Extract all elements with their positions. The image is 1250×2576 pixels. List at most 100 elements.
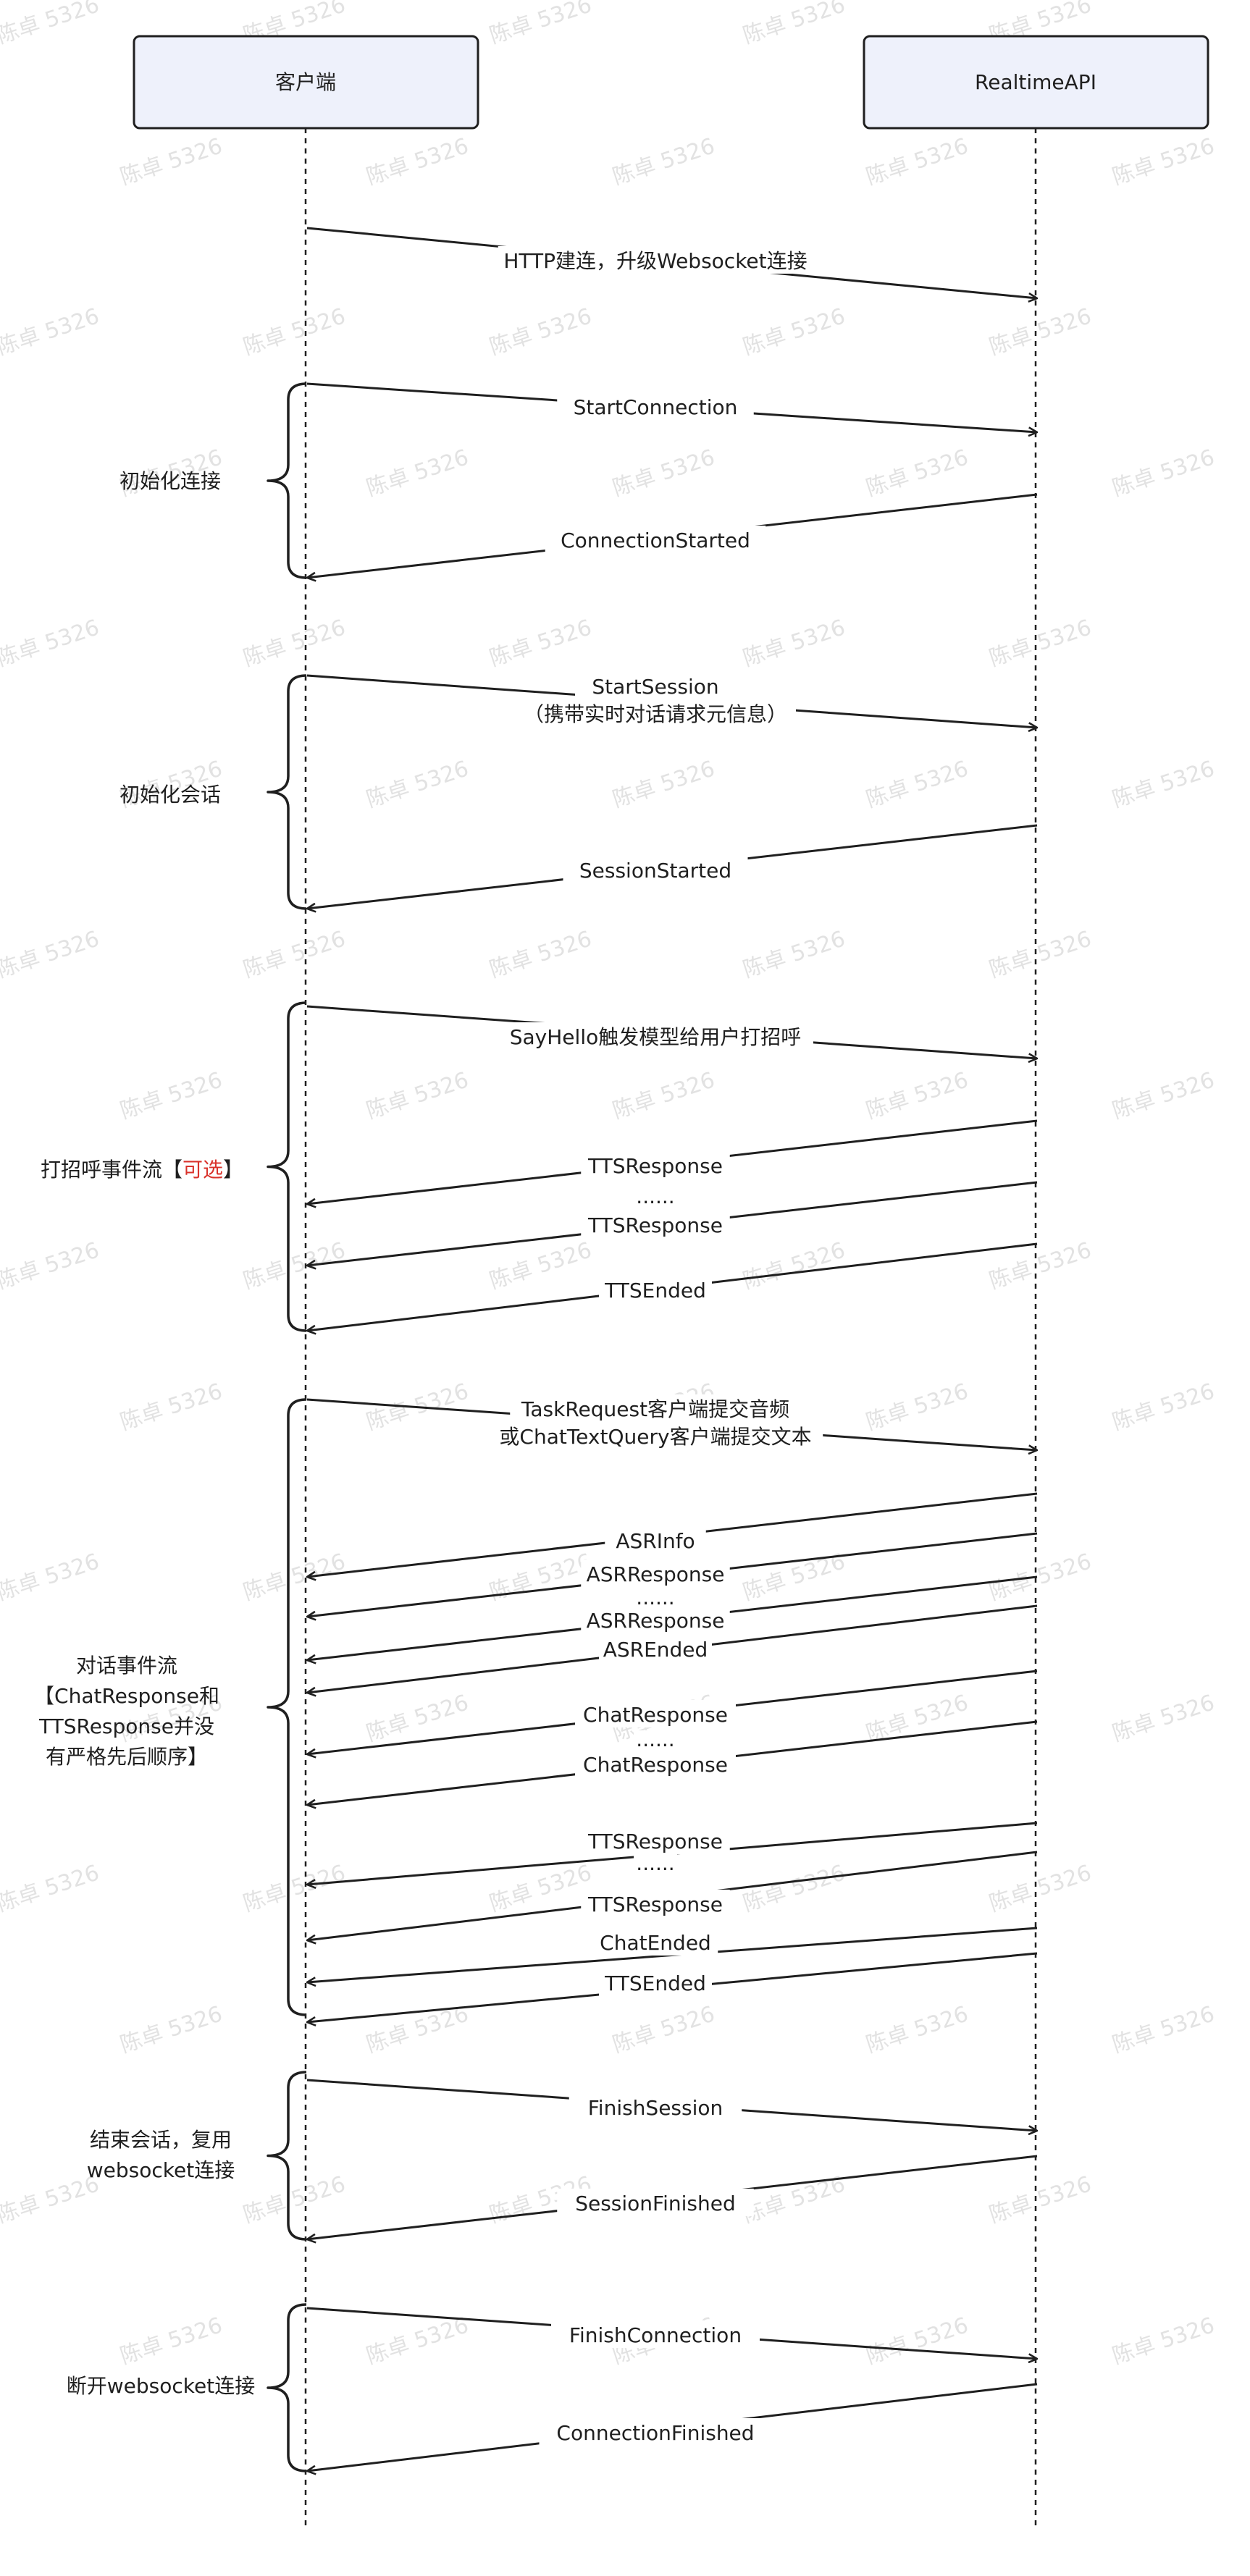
- client-participant-label: 客户端: [275, 70, 336, 94]
- watermark-text: 陈卓 5326: [117, 2312, 226, 2369]
- group-brace: [267, 1398, 307, 2016]
- watermark-text: 陈卓 5326: [364, 2312, 472, 2369]
- message-label-bg: [581, 1606, 730, 1633]
- watermark-text: 陈卓 5326: [740, 1860, 849, 1916]
- watermark-text: 陈卓 5326: [0, 0, 102, 49]
- message-label: TTSResponse: [587, 1154, 723, 1178]
- watermark-text: 陈卓 5326: [986, 1860, 1095, 1916]
- message-label-bg: [510, 1394, 801, 1422]
- watermark-text: 陈卓 5326: [863, 756, 972, 812]
- watermark-text: 陈卓 5326: [1110, 1690, 1218, 1746]
- message-label-bg: [599, 1635, 712, 1662]
- watermark-text: 陈卓 5326: [364, 133, 472, 190]
- watermark-text: 陈卓 5326: [487, 926, 595, 982]
- message-label: TTSResponse: [587, 1213, 723, 1237]
- message-label-bg: [498, 1022, 813, 1050]
- message-label-bg: [539, 2418, 772, 2446]
- ellipsis-layer: ........................: [634, 1184, 677, 1875]
- watermark-text: 陈卓 5326: [364, 1067, 472, 1124]
- watermark-text: 陈卓 5326: [240, 1549, 349, 1605]
- watermark-text: 陈卓 5326: [364, 756, 472, 812]
- message-label: 或ChatTextQuery客户端提交文本: [499, 1425, 811, 1449]
- group-label: 【ChatResponse和: [34, 1684, 219, 1708]
- message-label: ASRResponse: [587, 1562, 725, 1586]
- message-label: SayHello触发模型给用户打招呼: [510, 1025, 801, 1049]
- message-label: TTSResponse: [587, 1893, 723, 1916]
- watermark-text: 陈卓 5326: [0, 1860, 102, 1916]
- message-label: ChatResponse: [583, 1703, 728, 1727]
- watermark-text: 陈卓 5326: [986, 1549, 1095, 1605]
- watermark-text: 陈卓 5326: [863, 133, 972, 190]
- watermark-text: 陈卓 5326: [740, 303, 849, 360]
- group-label: 结束会话，复用: [90, 2128, 232, 2152]
- message-label-bg: [557, 392, 754, 420]
- watermark-text: 陈卓 5326: [740, 0, 849, 49]
- watermark-text: 陈卓 5326: [240, 1237, 349, 1294]
- message-label-bg: [599, 1969, 712, 1996]
- watermark-text: 陈卓 5326: [863, 2312, 972, 2369]
- watermark-text: 陈卓 5326: [364, 2001, 472, 2058]
- message-label: StartConnection: [574, 395, 738, 419]
- watermark-text: 陈卓 5326: [0, 615, 102, 671]
- watermark-text: 陈卓 5326: [0, 1549, 102, 1605]
- group-label: 断开websocket连接: [67, 2374, 255, 2398]
- ellipsis-mark: ......: [636, 1727, 674, 1751]
- watermark-text: 陈卓 5326: [863, 1379, 972, 1435]
- message-label: ChatResponse: [583, 1753, 728, 1777]
- message-label-bg: [545, 526, 766, 553]
- watermark-text: 陈卓 5326: [863, 1690, 972, 1746]
- message-label-bg: [599, 1276, 712, 1303]
- group-label: 初始化连接: [119, 469, 221, 493]
- message-label-bg: [575, 1750, 736, 1777]
- watermark-text: 陈卓 5326: [986, 615, 1095, 671]
- message-label: TTSEnded: [604, 1971, 706, 1995]
- groups-layer: 初始化连接初始化会话打招呼事件流【可选】对话事件流【ChatResponse和T…: [34, 382, 307, 2472]
- message-label-bg: [498, 246, 813, 274]
- watermark-text: 陈卓 5326: [487, 303, 595, 360]
- ellipsis-bg: [634, 1187, 677, 1206]
- watermark-text: 陈卓 5326: [610, 445, 718, 501]
- message-label-bg: [581, 1211, 730, 1238]
- message-label: HTTP建连，升级Websocket连接: [503, 249, 807, 273]
- watermark-text: 陈卓 5326: [1110, 756, 1218, 812]
- messages-layer: HTTP建连，升级Websocket连接 StartConnectionConne…: [307, 227, 1037, 2471]
- watermark-text: 陈卓 5326: [1110, 1067, 1218, 1124]
- group-brace: [267, 382, 307, 579]
- watermark-text: 陈卓 5326: [0, 926, 102, 982]
- message-label-bg: [557, 2189, 754, 2216]
- message-label-bg: [581, 1827, 730, 1854]
- message-label-bg: [551, 2320, 760, 2348]
- watermark-text: 陈卓 5326: [0, 1237, 102, 1294]
- message-label-bg: [569, 2093, 742, 2121]
- watermark-text: 陈卓 5326: [240, 1860, 349, 1916]
- watermark-text: 陈卓 5326: [610, 1067, 718, 1124]
- watermark-text: 陈卓 5326: [986, 2171, 1095, 2228]
- message-label: SessionFinished: [575, 2192, 736, 2215]
- message-label: StartSession: [592, 675, 718, 699]
- watermark-text: 陈卓 5326: [610, 133, 718, 190]
- group-brace: [267, 2071, 307, 2241]
- message-label: ConnectionStarted: [561, 529, 750, 552]
- watermark-text: 陈卓 5326: [740, 615, 849, 671]
- ellipsis-bg: [634, 1730, 677, 1749]
- watermark-text: 陈卓 5326: [240, 926, 349, 982]
- group-brace: [267, 674, 307, 910]
- message-label-bg: [592, 1928, 718, 1956]
- message-label-bg: [581, 1151, 730, 1179]
- watermark-text: 陈卓 5326: [487, 615, 595, 671]
- watermark-text: 陈卓 5326: [986, 303, 1095, 360]
- ellipsis-mark: ......: [636, 1851, 674, 1875]
- watermark-text: 陈卓 5326: [610, 756, 718, 812]
- message-label-bg: [581, 1890, 730, 1917]
- group-label: TTSResponse并没: [38, 1714, 214, 1738]
- watermark-text: 陈卓 5326: [117, 2001, 226, 2058]
- message-label: ChatEnded: [600, 1931, 711, 1955]
- message-label: FinishSession: [588, 2096, 723, 2120]
- message-label: FinishConnection: [569, 2323, 742, 2347]
- watermark-text: 陈卓 5326: [1110, 445, 1218, 501]
- group-brace: [267, 1001, 307, 1332]
- watermark-text: 陈卓 5326: [117, 1067, 226, 1124]
- watermark-text: 陈卓 5326: [1110, 2001, 1218, 2058]
- ellipsis-bg: [634, 1854, 677, 1873]
- watermark-text: 陈卓 5326: [986, 1237, 1095, 1294]
